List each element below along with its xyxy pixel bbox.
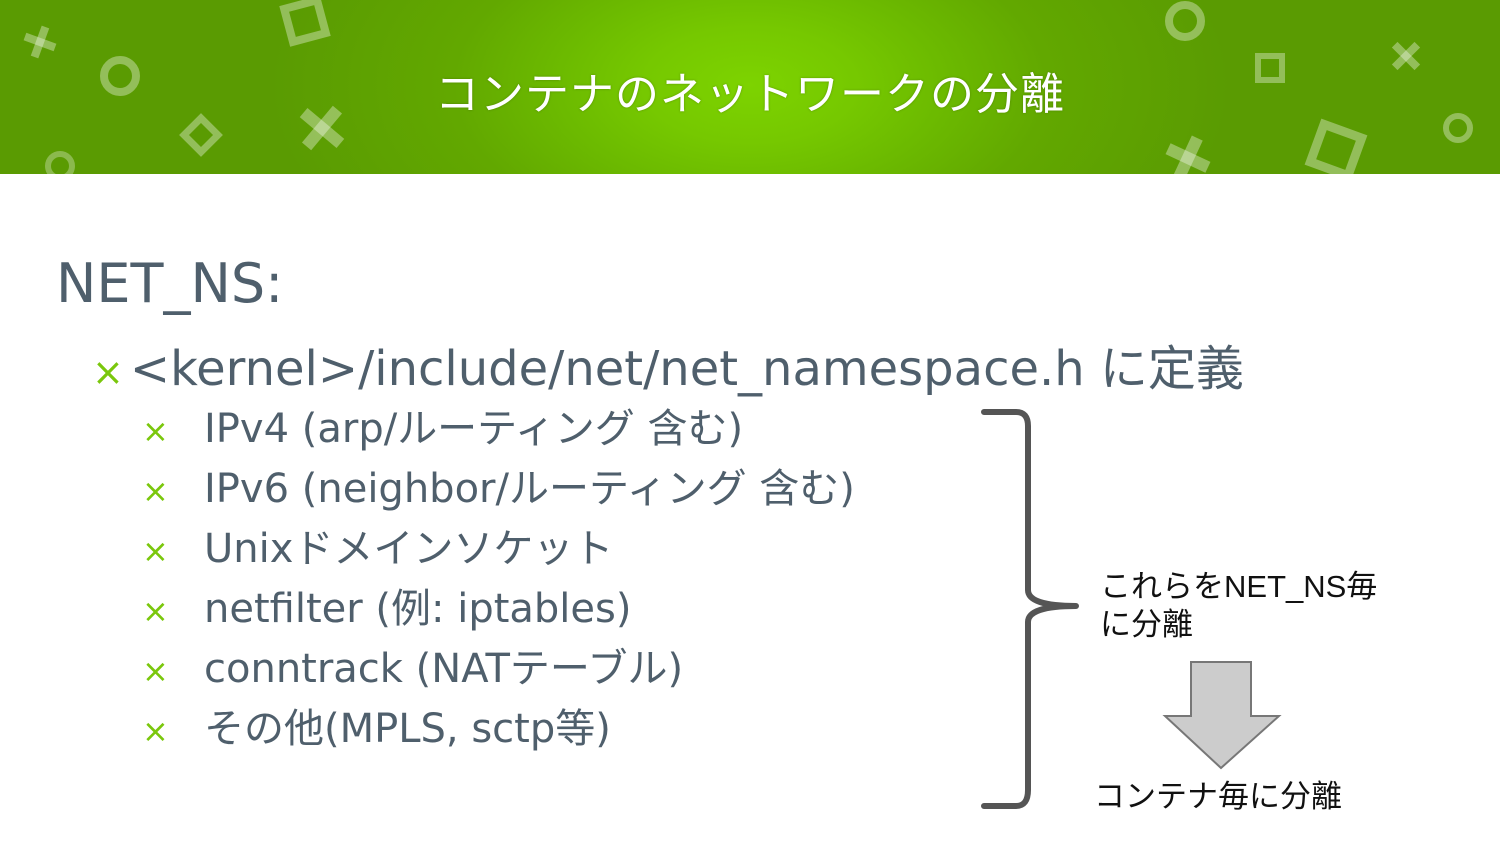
list-item: × その他(MPLS, sctp等) xyxy=(142,696,611,754)
decor-diamond-icon xyxy=(179,113,223,157)
decor-square-icon xyxy=(1304,118,1368,174)
item-text: ) xyxy=(667,646,684,692)
item-text-jp: ドメインソケット xyxy=(293,526,614,572)
item-text: (MPLS, sctp等) xyxy=(324,706,611,752)
decor-ring-icon xyxy=(45,151,75,174)
bullet-x-icon: × xyxy=(92,350,124,394)
bullet-x-icon: × xyxy=(142,592,169,630)
down-arrow-icon xyxy=(1162,661,1282,770)
list-item: × IPv4 (arp/ルーティング 含む) xyxy=(142,396,743,454)
list-item: × IPv6 (neighbor/ルーティング 含む) xyxy=(142,456,855,514)
definition-suffix: に定義 xyxy=(1084,341,1244,397)
list-item-level1: ×<kernel>/include/net/net_namespace.h に定… xyxy=(92,329,1244,399)
bullet-x-icon: × xyxy=(142,532,169,570)
bullet-x-icon: × xyxy=(142,412,169,450)
item-text-jp: ルーティング 含む xyxy=(508,466,840,512)
decor-ring-icon xyxy=(1443,113,1473,143)
note-line: に分離 xyxy=(1100,607,1193,642)
decor-plus-icon xyxy=(1165,135,1211,174)
slide-body: NET_NS: ×<kernel>/include/net/net_namesp… xyxy=(0,174,1500,844)
item-text: Unix xyxy=(204,526,294,572)
decor-ring-icon xyxy=(1165,1,1205,41)
slide-title: コンテナのネットワークの分離 xyxy=(435,69,1065,120)
decor-cross-icon xyxy=(1391,41,1421,71)
item-text-jp: 例 xyxy=(391,586,432,632)
decor-square-icon xyxy=(279,0,331,47)
decor-cross-icon xyxy=(299,105,345,151)
item-text: netfilter ( xyxy=(204,586,392,632)
item-text: : iptables) xyxy=(431,586,632,632)
item-text: ) xyxy=(727,406,744,452)
header-file-path: <kernel>/include/net/net_namespace.h xyxy=(129,341,1085,397)
decor-square-icon xyxy=(1255,53,1285,83)
list-item: × Unixドメインソケット xyxy=(142,516,613,574)
slide-header: コンテナのネットワークの分離 xyxy=(0,0,1500,174)
item-text: ) xyxy=(839,466,855,512)
section-heading: NET_NS: xyxy=(56,252,284,315)
decor-plus-icon xyxy=(23,25,57,59)
item-text-jp: その他 xyxy=(204,706,324,752)
item-text: IPv6 (neighbor/ xyxy=(204,466,509,512)
note-line: これらをNET_NS毎 xyxy=(1100,569,1378,604)
list-item: × conntrack (NATテーブル) xyxy=(142,636,683,694)
item-text: conntrack (NAT xyxy=(204,646,510,692)
right-curly-brace xyxy=(981,409,1079,809)
decor-ring-icon xyxy=(100,56,140,96)
bullet-x-icon: × xyxy=(142,712,169,750)
item-text: IPv4 (arp/ xyxy=(204,406,398,452)
note-text: これらをNET_NS毎 に分離 xyxy=(1100,568,1377,644)
item-text-jp: テーブル xyxy=(509,646,668,692)
list-item: × netfilter (例: iptables) xyxy=(142,576,631,634)
bullet-x-icon: × xyxy=(142,652,169,690)
result-text: コンテナ毎に分離 xyxy=(1094,779,1342,814)
item-text-jp: ルーティング 含む xyxy=(397,406,728,452)
bullet-x-icon: × xyxy=(142,472,169,510)
